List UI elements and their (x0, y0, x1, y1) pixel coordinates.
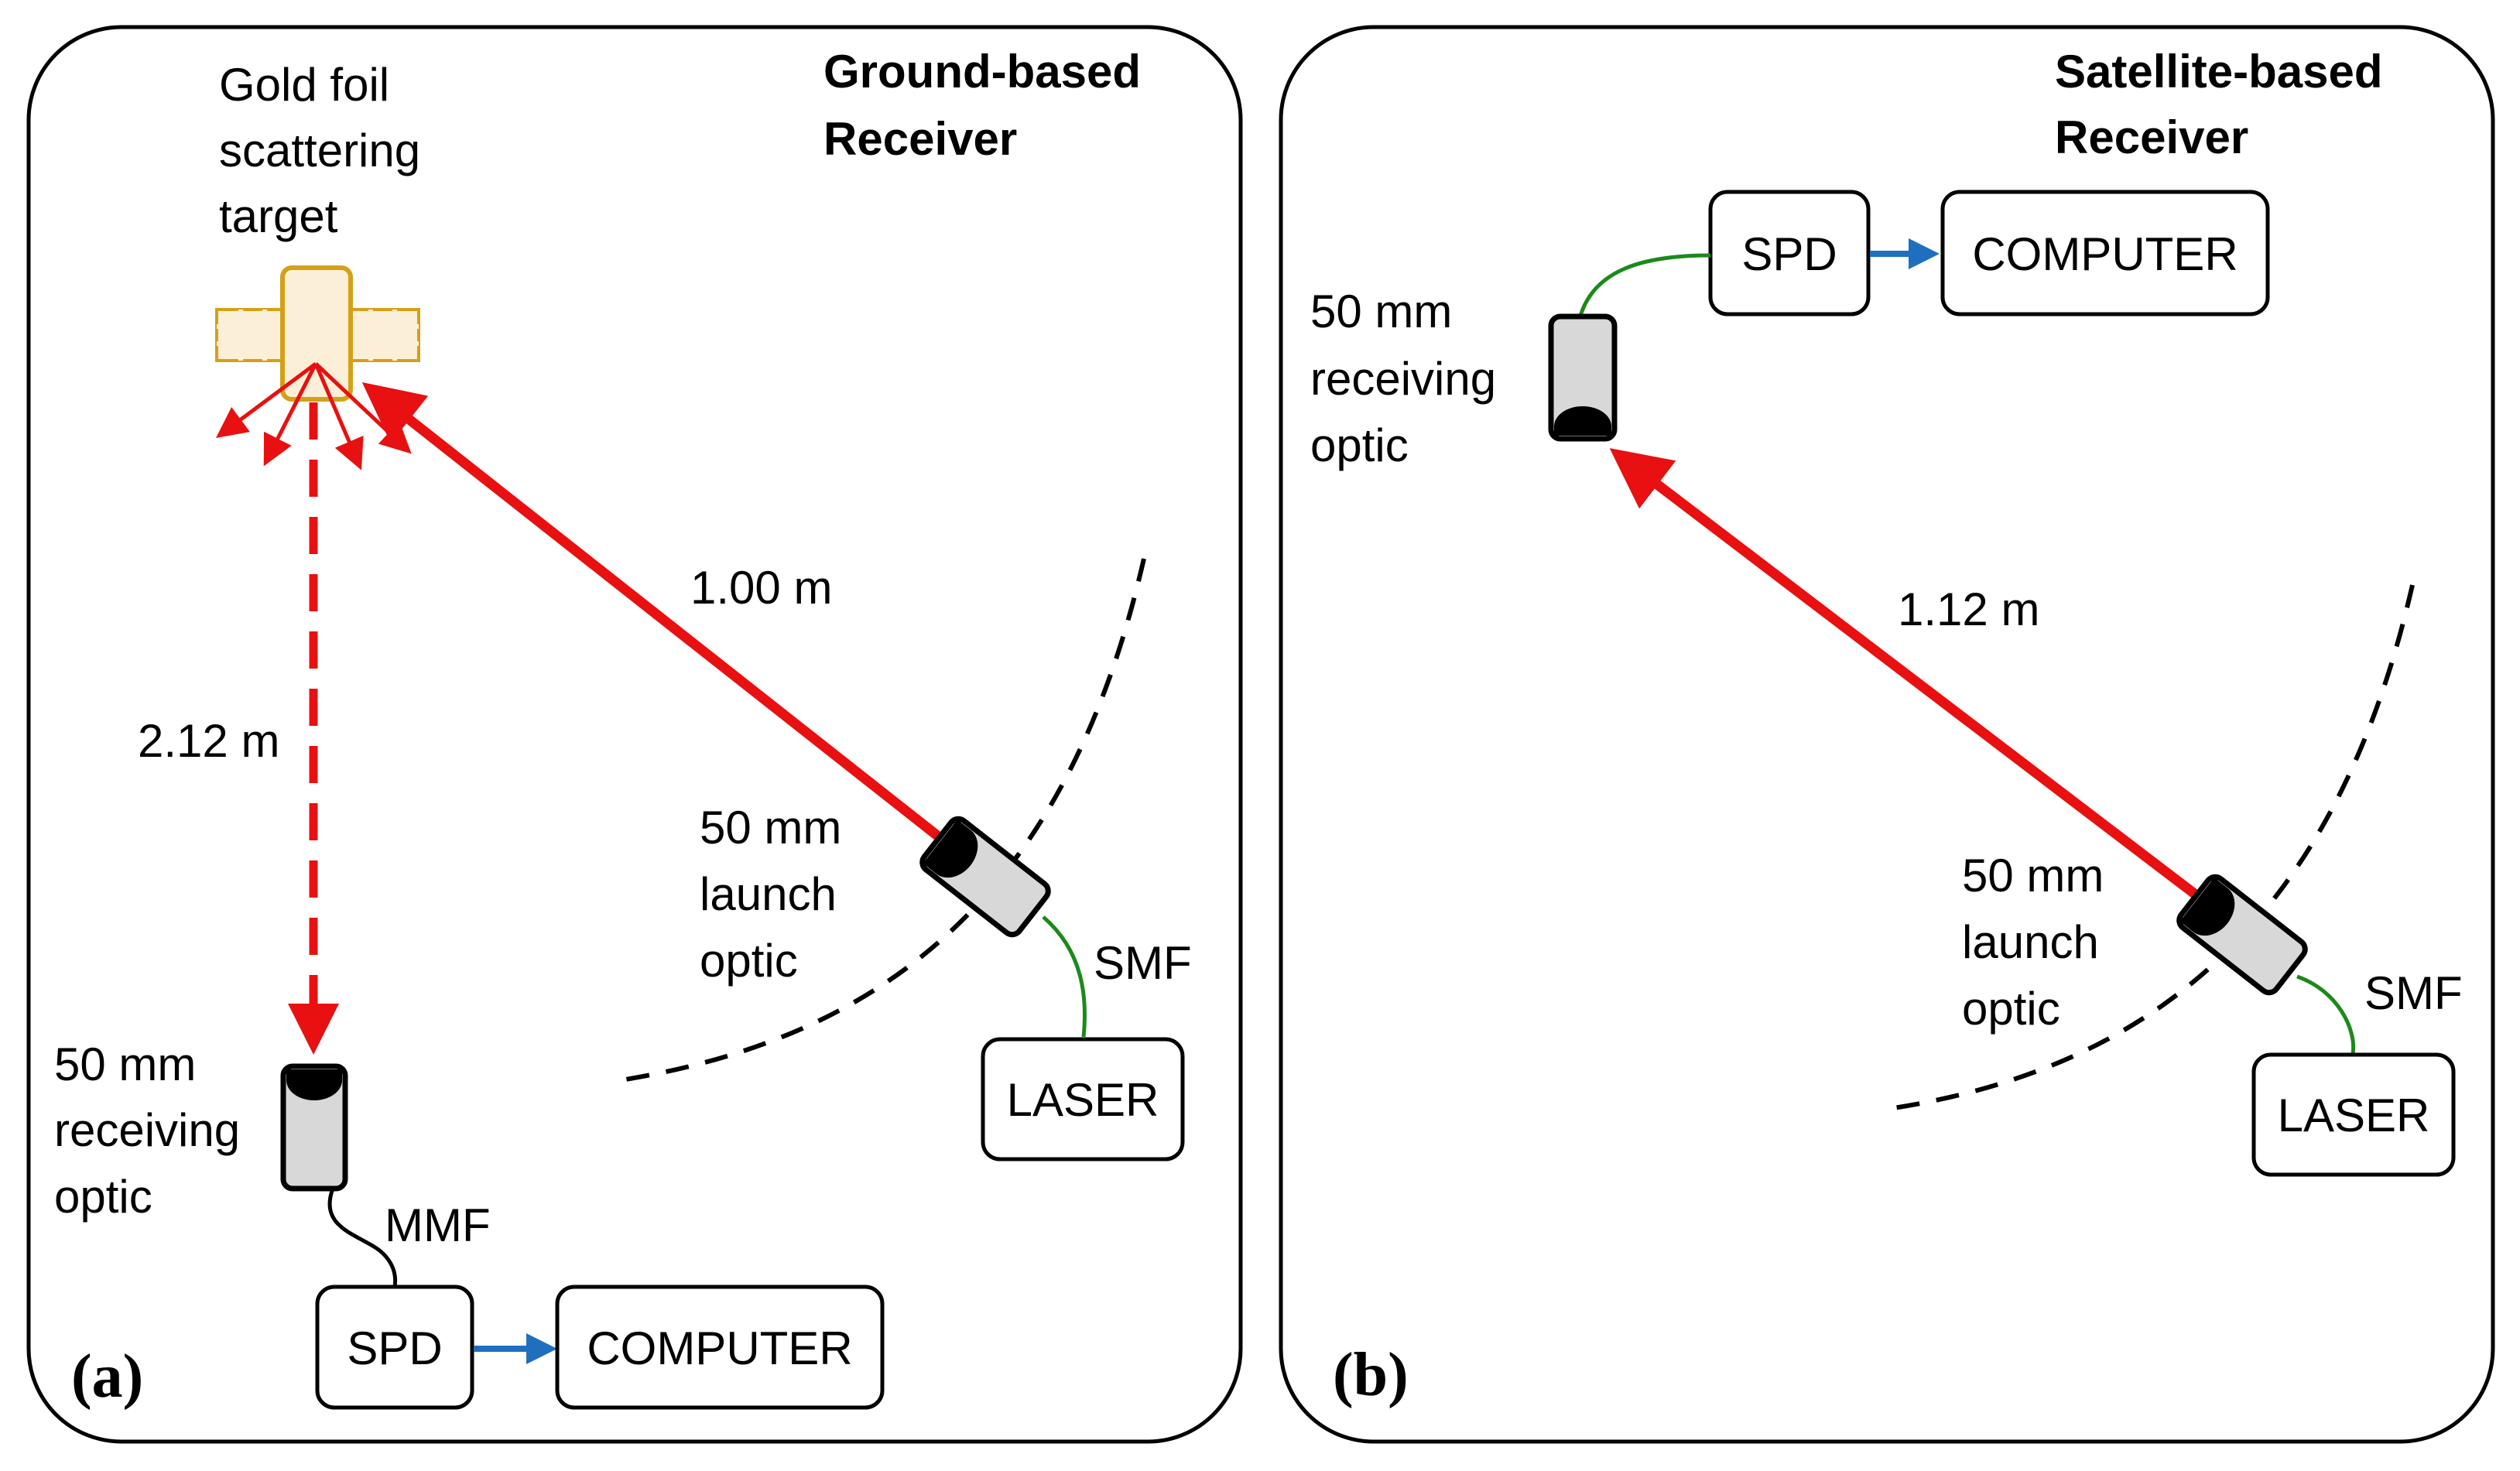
computer-box-a (555, 1285, 885, 1410)
mmf-label-a: MMF (385, 1199, 491, 1251)
distance-launch-b: 1.12 m (1898, 583, 2039, 635)
receiving-optic-label-b-line2: receiving (1310, 353, 1496, 405)
spd-box-a-label: SPD (347, 1322, 442, 1374)
launch-optic-b (2176, 874, 2308, 996)
computer-box-b-label: COMPUTER (1972, 228, 2238, 280)
launch-beam-b (1609, 448, 2203, 902)
smf-label-a: SMF (1094, 937, 1192, 989)
satellite-icon (215, 265, 420, 402)
laser-box-b-label: LASER (2278, 1090, 2430, 1141)
laser-box-a (981, 1037, 1185, 1161)
smf-label-b: SMF (2364, 967, 2463, 1019)
launch-optic-label-a-line2: launch (700, 868, 837, 920)
receiving-optic-label-a-line1: 50 mm (54, 1038, 196, 1090)
distance-receive-a: 2.12 m (138, 715, 279, 767)
launch-optic-label-a-line1: 50 mm (700, 802, 841, 854)
smf-fiber-b (2296, 974, 2356, 1055)
panel-b-label: (b) (1333, 1341, 1409, 1409)
spd-box-b-label: SPD (1741, 228, 1837, 280)
target-label-line2: scattering (219, 125, 420, 176)
spd-box-b (1708, 190, 1871, 316)
arc-a (620, 558, 1146, 1083)
target-label-line1: Gold foil (219, 59, 389, 111)
panel-a-title-line1: Ground-based (823, 46, 1141, 97)
smf-fiber-a (1042, 915, 1087, 1038)
computer-box-b (1940, 190, 2270, 316)
smf-fiber-b-receiver (1578, 253, 1711, 316)
distance-launch-a: 1.00 m (690, 562, 832, 614)
panel-b-frame (1279, 25, 2495, 1444)
mmf-fiber-a (327, 1188, 398, 1288)
panel-b-title-line2: Receiver (2055, 111, 2248, 163)
computer-box-a-label: COMPUTER (587, 1322, 852, 1374)
panel-b-title-line1: Satellite-based (2055, 46, 2383, 97)
launch-optic-label-b-line1: 50 mm (1962, 850, 2104, 901)
receiving-optic-label-a-line2: receiving (54, 1104, 240, 1156)
receiving-optic-label-a-line3: optic (54, 1171, 152, 1223)
receiving-optic-a (280, 1063, 348, 1192)
panel-a: Ground-based Receiver Gold foil scatteri… (26, 25, 1243, 1444)
receiving-optic-b (1548, 313, 1618, 442)
launch-optic-a (919, 816, 1051, 938)
laser-box-b (2251, 1052, 2456, 1177)
launch-beam-a (361, 381, 944, 843)
launch-optic-label-a-line3: optic (700, 935, 798, 987)
target-label-line3: target (219, 190, 338, 242)
launch-optic-label-b-line3: optic (1962, 983, 2060, 1035)
panel-b: Satellite-based Receiver SPD COMPUTER 50… (1279, 25, 2495, 1444)
launch-optic-label-b-line2: launch (1962, 916, 2099, 968)
panel-a-frame (26, 25, 1243, 1444)
panel-a-title-line2: Receiver (823, 113, 1017, 165)
panel-a-label: (a) (71, 1343, 143, 1411)
receiving-optic-label-b-line3: optic (1310, 419, 1409, 471)
spd-box-a (315, 1285, 474, 1410)
receiving-optic-label-b-line1: 50 mm (1310, 286, 1452, 337)
laser-box-a-label: LASER (1007, 1074, 1159, 1126)
